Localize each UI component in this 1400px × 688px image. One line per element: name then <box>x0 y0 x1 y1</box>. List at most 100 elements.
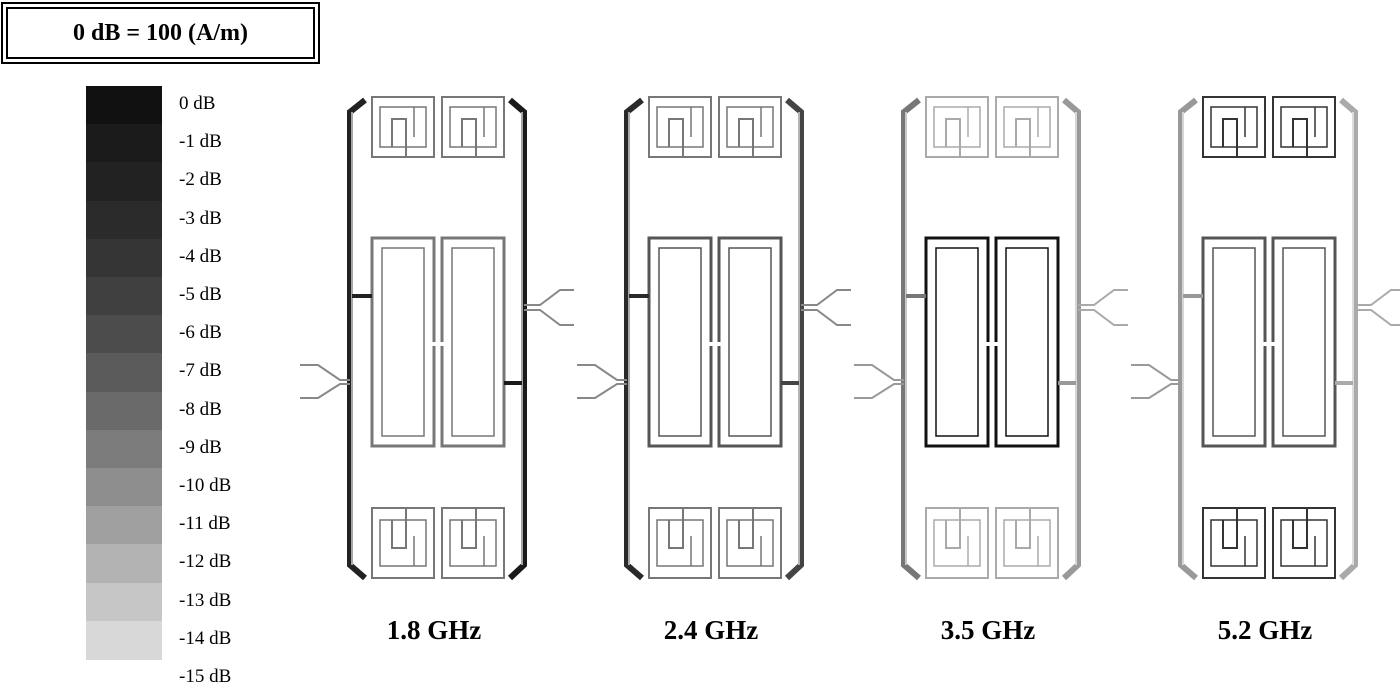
ring-resonator-2-inner <box>451 247 495 437</box>
top-resonator-1 <box>648 96 712 158</box>
scale-tick-label: -6 dB <box>179 322 222 344</box>
top-meander-fold <box>391 118 407 157</box>
frequency-label: 5.2 GHz <box>1217 615 1313 645</box>
bottom-resonator-2 <box>995 507 1059 579</box>
scale-swatch <box>86 582 162 622</box>
scale-tick-label: -12 dB <box>179 551 232 573</box>
scale-swatch <box>86 506 162 546</box>
ring-gap <box>994 342 1000 346</box>
top-resonator-inner <box>1280 106 1328 148</box>
bottom-resonator-2 <box>441 507 505 579</box>
top-meander-fold <box>461 118 477 157</box>
bottom-resonator-inner <box>379 519 427 567</box>
top-resonator-1 <box>371 96 435 158</box>
bottom-resonator-inner <box>656 519 704 567</box>
ring-resonator-1-inner <box>1212 247 1256 437</box>
scale-swatch <box>86 353 162 393</box>
top-meander-fold <box>738 118 754 157</box>
bottom-meander-fold <box>945 508 961 549</box>
bottom-meander-fold <box>391 508 407 549</box>
frequency-label: 1.8 GHz <box>386 615 482 645</box>
top-meander-fold <box>668 118 684 157</box>
scale-tick-label: -15 dB <box>179 666 232 687</box>
output-port-lower <box>524 309 574 326</box>
right-feed-line <box>507 97 527 581</box>
top-meander-fold <box>1222 118 1238 157</box>
filter-layout-4 <box>1131 96 1400 581</box>
filter-layout-3 <box>854 96 1128 581</box>
scale-swatch <box>86 277 162 317</box>
left-feed-line <box>347 97 367 581</box>
scale-swatch <box>86 468 162 508</box>
scale-tick-label: -14 dB <box>179 627 232 649</box>
left-feed-line <box>624 97 644 581</box>
bottom-meander-fold <box>738 508 754 549</box>
top-resonator-inner <box>1210 106 1258 148</box>
reference-level-box: 0 dB = 100 (A/m) <box>1 2 320 64</box>
output-port-lower <box>801 309 851 326</box>
bottom-resonator-2 <box>1272 507 1336 579</box>
top-resonator-2 <box>995 96 1059 158</box>
ring-resonator-2-inner <box>1282 247 1326 437</box>
top-resonator-inner <box>1003 106 1051 148</box>
top-meander-fold <box>945 118 961 157</box>
scale-swatch <box>86 544 162 584</box>
scale-swatch <box>86 315 162 355</box>
right-feed-line <box>784 97 804 581</box>
scale-swatch <box>86 124 162 164</box>
filter-layout-2 <box>577 96 851 581</box>
scale-swatch <box>86 86 162 126</box>
frequency-label: 2.4 GHz <box>663 615 759 645</box>
scale-tick-label: -7 dB <box>179 360 222 382</box>
left-feed-line <box>1178 97 1198 581</box>
input-port-upper <box>1131 364 1181 381</box>
ring-resonator-2-inner <box>1005 247 1049 437</box>
bottom-meander-fold <box>668 508 684 549</box>
scale-swatch <box>86 391 162 431</box>
top-resonator-inner <box>449 106 497 148</box>
bottom-resonator-inner <box>1210 519 1258 567</box>
bottom-meander-fold <box>461 508 477 549</box>
top-resonator-inner <box>379 106 427 148</box>
bottom-resonator-inner <box>933 519 981 567</box>
bottom-resonator-inner <box>726 519 774 567</box>
frequency-label: 3.5 GHz <box>940 615 1036 645</box>
ring-gap <box>707 342 713 346</box>
ring-resonator-2-inner <box>728 247 772 437</box>
scale-tick-label: -3 dB <box>179 207 222 229</box>
left-feed-line <box>901 97 921 581</box>
output-port-upper <box>524 289 574 306</box>
input-port-upper <box>577 364 627 381</box>
bottom-meander-fold <box>1292 508 1308 549</box>
output-port-upper <box>1355 289 1400 306</box>
scale-tick-label: -11 dB <box>179 513 231 535</box>
ring-gap <box>440 342 446 346</box>
bottom-resonator-1 <box>371 507 435 579</box>
scale-tick-label: -13 dB <box>179 589 232 611</box>
ring-gap <box>984 342 990 346</box>
input-port-upper <box>300 364 350 381</box>
ring-gap <box>717 342 723 346</box>
scale-tick-label: -2 dB <box>179 169 222 191</box>
right-feed-line <box>1061 97 1081 581</box>
top-resonator-inner <box>933 106 981 148</box>
bottom-resonator-inner <box>449 519 497 567</box>
ring-resonator-1-inner <box>658 247 702 437</box>
ring-gap <box>1261 342 1267 346</box>
scale-swatch <box>86 238 162 278</box>
reference-level-label: 0 dB = 100 (A/m) <box>6 7 315 59</box>
scale-tick-label: -9 dB <box>179 436 222 458</box>
output-port-lower <box>1078 309 1128 326</box>
top-resonator-1 <box>925 96 989 158</box>
input-port-lower <box>854 383 904 399</box>
top-meander-fold <box>1015 118 1031 157</box>
scale-tick-label: -10 dB <box>179 475 232 496</box>
top-resonator-inner <box>656 106 704 148</box>
output-port-lower <box>1355 309 1400 326</box>
bottom-resonator-inner <box>1280 519 1328 567</box>
scale-tick-label: -5 dB <box>179 284 222 305</box>
bottom-resonator-2 <box>718 507 782 579</box>
output-port-upper <box>801 289 851 306</box>
scale-tick-label: -8 dB <box>179 398 222 420</box>
